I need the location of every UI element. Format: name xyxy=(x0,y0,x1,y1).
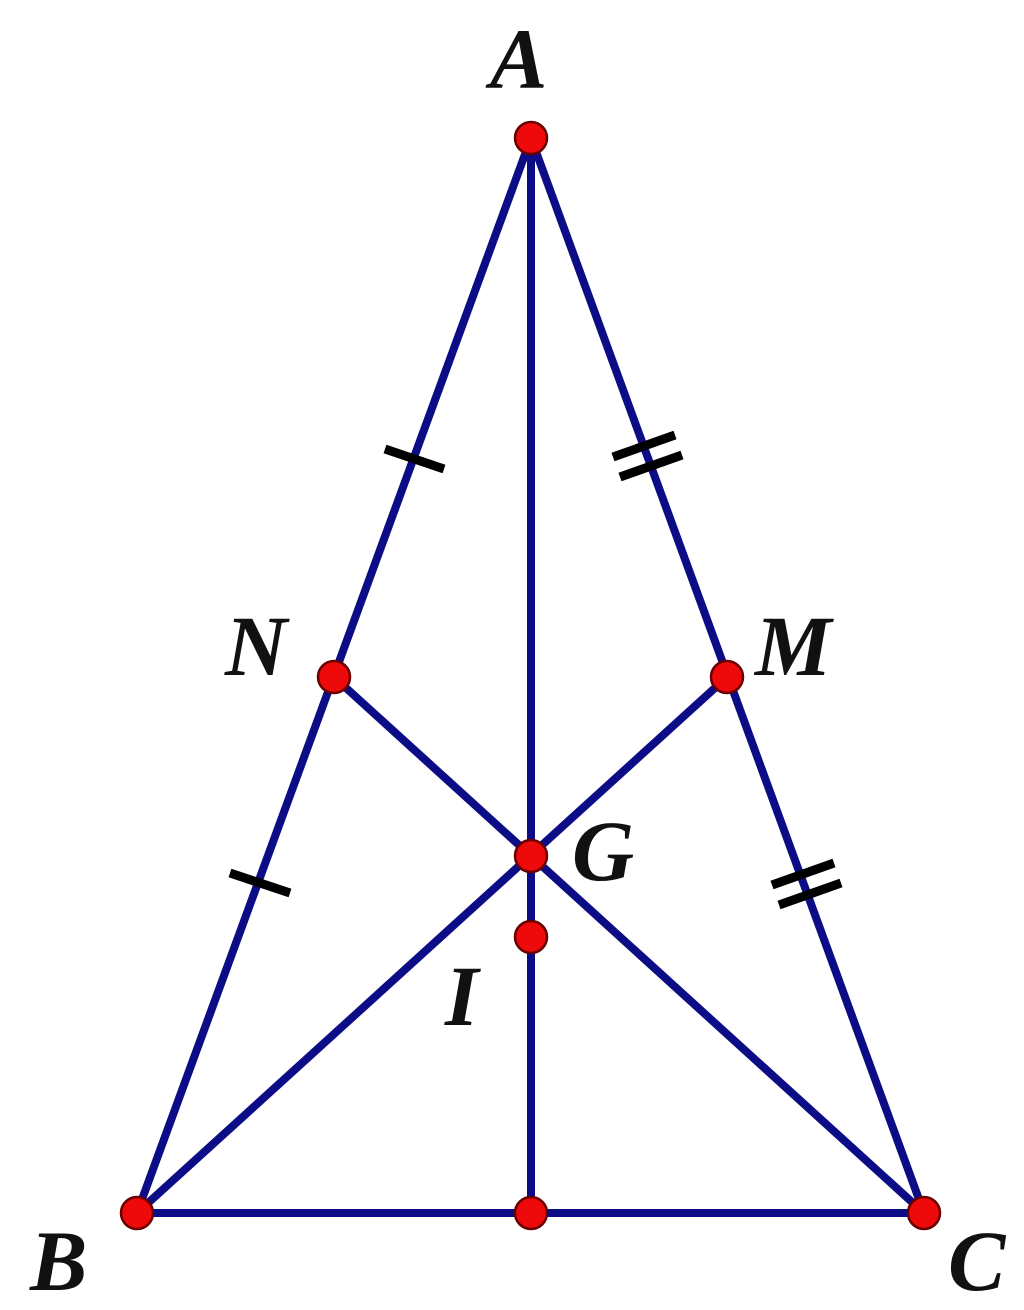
label-m: M xyxy=(753,598,834,694)
tick-mark-an xyxy=(383,444,446,474)
double-tick-mark-am xyxy=(611,430,684,482)
label-i: I xyxy=(444,948,481,1044)
label-n: N xyxy=(224,598,290,694)
tick-mark-nb xyxy=(228,868,292,898)
point-c xyxy=(906,1195,942,1231)
label-g: G xyxy=(572,803,634,899)
point-n xyxy=(316,659,352,695)
point-g xyxy=(513,838,549,874)
point-b xyxy=(119,1195,155,1231)
segment-bm xyxy=(133,673,731,1217)
segment-cn xyxy=(330,673,928,1217)
point-a xyxy=(513,120,549,156)
point-foot-altitude xyxy=(513,1195,549,1231)
point-i xyxy=(513,919,549,955)
label-c: C xyxy=(948,1213,1007,1309)
point-m xyxy=(709,659,745,695)
label-a: A xyxy=(485,11,547,107)
double-tick-mark-mc xyxy=(770,858,843,910)
label-b: B xyxy=(29,1213,87,1309)
